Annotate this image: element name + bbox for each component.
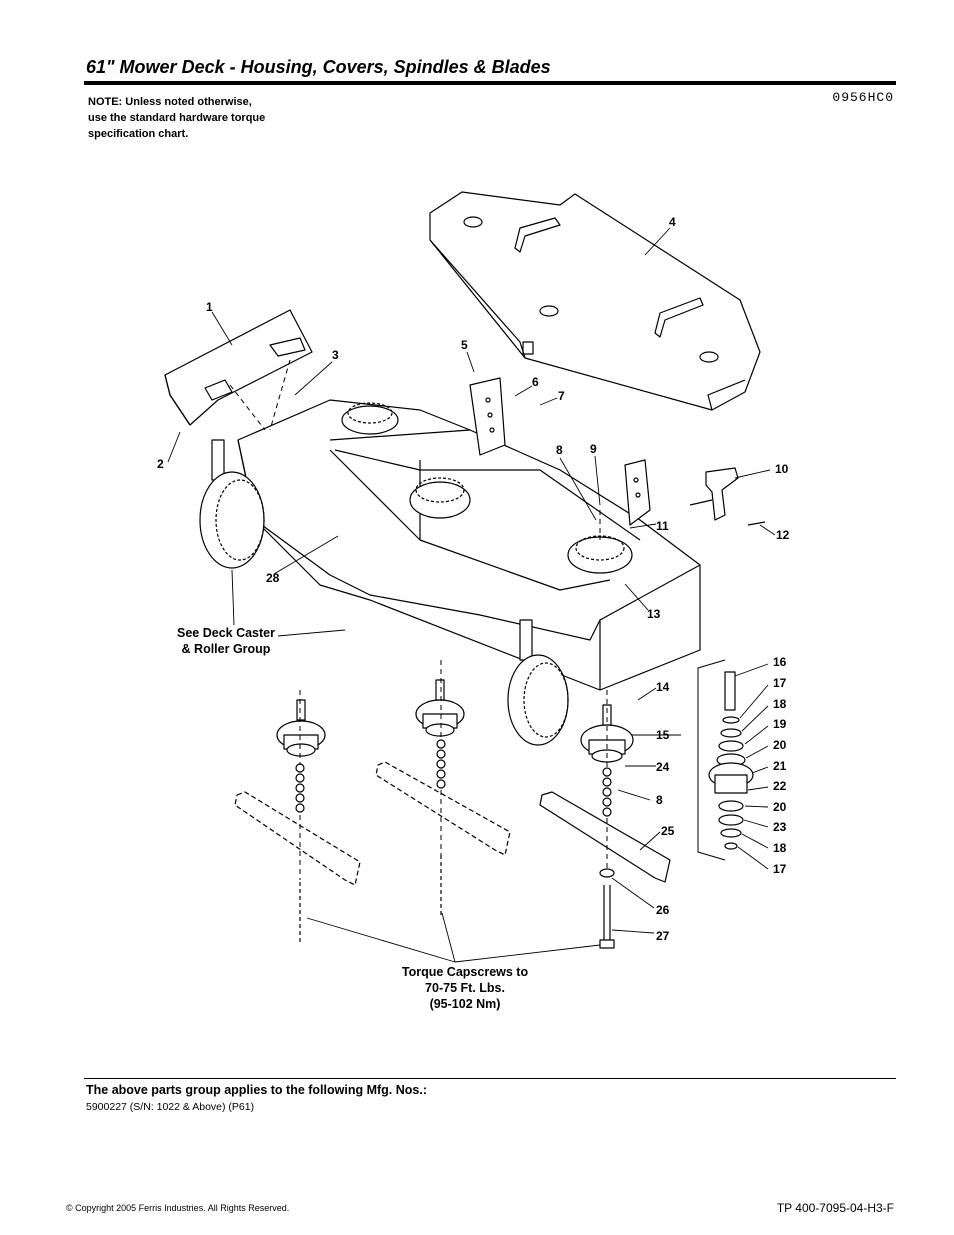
callout-15: 15: [656, 728, 670, 742]
capscrews: [299, 855, 442, 945]
detail-bracket: [697, 659, 726, 861]
torque-note-line-1: Torque Capscrews to: [402, 965, 529, 979]
applies-heading: The above parts group applies to the fol…: [86, 1083, 427, 1097]
torque-note-line-2: 70-75 Ft. Lbs.: [425, 981, 505, 995]
leader-lines: [167, 227, 776, 963]
callout-6: 6: [532, 375, 539, 389]
callout-9: 9: [590, 442, 597, 456]
callout-23: 23: [773, 820, 787, 834]
mower-blade-solid: [539, 791, 671, 883]
callout-27: 27: [656, 929, 670, 943]
page-title: 61" Mower Deck - Housing, Covers, Spindl…: [86, 57, 551, 77]
note-line-3: specification chart.: [88, 128, 189, 140]
document-number: TP 400-7095-04-H3-F: [776, 1201, 894, 1215]
torque-note: NOTE: Unless noted otherwise, use the st…: [88, 94, 265, 142]
callout-7: 7: [558, 389, 565, 403]
callout-25: 25: [661, 824, 675, 838]
callout-2: 2: [157, 457, 164, 471]
note-line-1: NOTE: Unless noted otherwise,: [88, 96, 252, 108]
footer-rule: [84, 1078, 896, 1079]
callout-20-top: 20: [773, 738, 787, 752]
callout-1: 1: [206, 300, 213, 314]
callout-18-top: 18: [773, 697, 787, 711]
assembly-dash-lines: [229, 359, 608, 880]
callout-28: 28: [266, 571, 280, 585]
caster-note-line-1: See Deck Caster: [177, 626, 275, 640]
mower-blades: [234, 761, 511, 886]
exploded-spindle-detail: [708, 671, 754, 850]
drawing-code: 0956HC0: [832, 90, 894, 105]
callout-18-bottom: 18: [773, 841, 787, 855]
copyright-notice: © Copyright 2005 Ferris Industries. All …: [66, 1203, 290, 1213]
callout-24: 24: [656, 760, 670, 774]
caster-note-line-2: & Roller Group: [182, 642, 271, 656]
callout-11: 11: [656, 519, 669, 533]
deck-housing: [237, 399, 701, 691]
mounting-bracket-left: [469, 377, 506, 456]
callout-17-top: 17: [773, 676, 787, 690]
callout-20-bottom: 20: [773, 800, 787, 814]
callout-22: 22: [773, 779, 787, 793]
torque-note-line-3: (95-102 Nm): [430, 997, 501, 1011]
diagram-annotations: See Deck Caster & Roller Group Torque Ca…: [177, 626, 528, 1011]
callout-3: 3: [332, 348, 339, 362]
callout-10: 10: [775, 462, 789, 476]
belt-cover-part-1: [164, 309, 313, 426]
callout-17-bottom: 17: [773, 862, 787, 876]
mounting-bracket-right: [624, 459, 651, 526]
washer-stacks: [295, 739, 612, 817]
adjustment-handle-part-10: [689, 467, 766, 526]
callout-4: 4: [669, 215, 676, 229]
callout-8-bottom: 8: [656, 793, 663, 807]
deck-pulleys: [341, 402, 633, 574]
callout-21: 21: [773, 759, 787, 773]
capscrew-solid: [599, 868, 615, 949]
mfg-numbers: 5900227 (S/N: 1022 & Above) (P61): [86, 1101, 255, 1113]
callout-5: 5: [461, 338, 468, 352]
title-rule: [84, 81, 896, 85]
callout-12: 12: [776, 528, 790, 542]
callout-16: 16: [773, 655, 787, 669]
deck-casters: [199, 439, 569, 746]
note-line-2: use the standard hardware torque: [88, 112, 266, 124]
callout-19: 19: [773, 717, 787, 731]
callout-14: 14: [656, 680, 670, 694]
deck-cover-part-4: [429, 191, 761, 411]
spindle-assembly-center: [415, 679, 465, 737]
callout-8-top: 8: [556, 443, 563, 457]
part-callouts: 1 2 3 4 5 6 7 8 9 10 11 12 13 14 15 24 8…: [157, 215, 790, 943]
callout-13: 13: [647, 607, 661, 621]
spindle-assembly-left: [276, 699, 326, 757]
callout-26: 26: [656, 903, 670, 917]
